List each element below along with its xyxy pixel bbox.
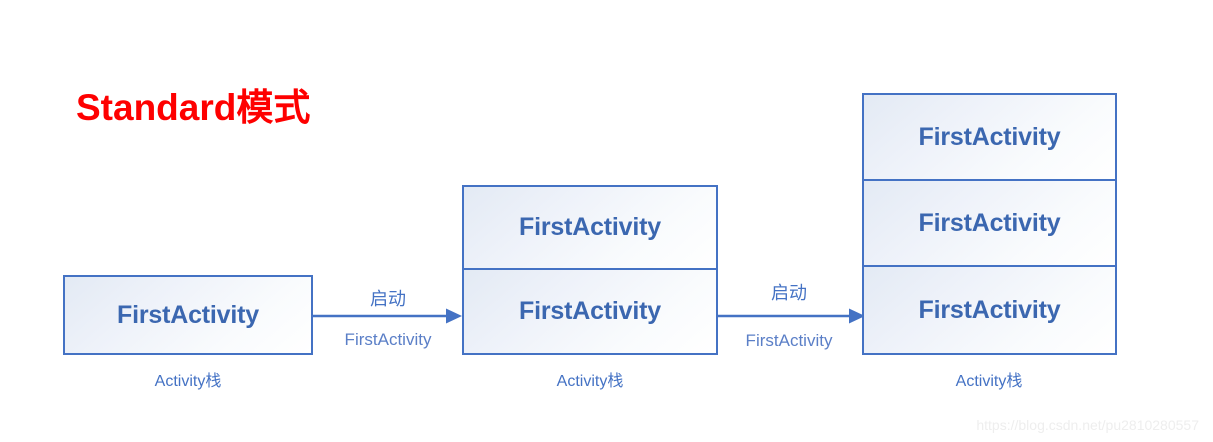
stack-cell: FirstActivity <box>65 277 311 353</box>
activity-stack-1: FirstActivity <box>63 275 313 355</box>
activity-stack-3: FirstActivity FirstActivity FirstActivit… <box>862 93 1117 355</box>
stack-cell: FirstActivity <box>864 267 1115 353</box>
stack-cell-label: FirstActivity <box>117 300 259 329</box>
arrow-2 <box>718 307 866 325</box>
arrow-2-label-top: 启动 <box>771 283 807 303</box>
page-title: Standard模式 <box>76 87 311 128</box>
stack-cell-label: FirstActivity <box>918 295 1061 324</box>
arrow-1-label-bottom: FirstActivity <box>344 330 432 349</box>
stack-cell: FirstActivity <box>464 187 716 270</box>
activity-stack-2-caption: Activity栈 <box>556 373 624 390</box>
watermark: https://blog.csdn.net/pu2810280557 <box>976 417 1199 433</box>
arrow-2-glyph <box>718 308 865 324</box>
arrow-1-glyph <box>313 308 462 324</box>
activity-stack-3-caption: Activity栈 <box>955 373 1023 390</box>
stack-cell: FirstActivity <box>864 181 1115 267</box>
arrow-1-label-top: 启动 <box>370 289 406 309</box>
stack-cell-label: FirstActivity <box>918 122 1061 151</box>
arrow-2-label-bottom: FirstActivity <box>745 331 833 350</box>
stack-cell: FirstActivity <box>864 95 1115 181</box>
stack-cell: FirstActivity <box>464 270 716 353</box>
arrow-1 <box>313 307 463 325</box>
stack-cell-label: FirstActivity <box>918 208 1061 237</box>
stack-cell-label: FirstActivity <box>519 297 661 325</box>
activity-stack-2: FirstActivity FirstActivity <box>462 185 718 355</box>
activity-stack-1-caption: Activity栈 <box>154 373 222 390</box>
stack-cell-label: FirstActivity <box>519 213 661 241</box>
